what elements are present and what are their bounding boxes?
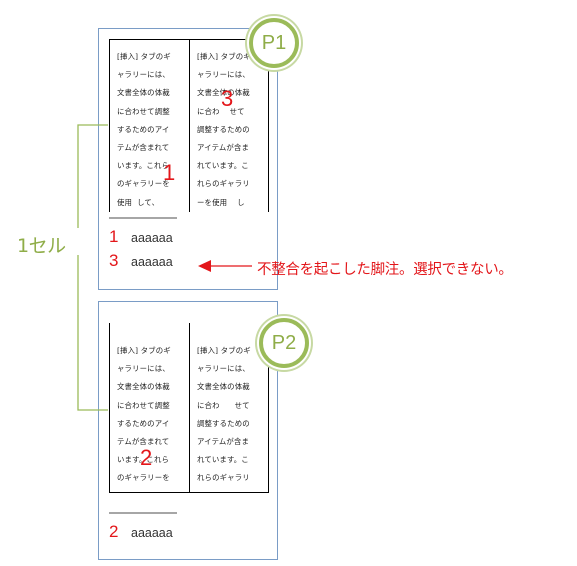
cell-text-line: います。これら (117, 455, 170, 465)
footnote-separator (109, 512, 177, 514)
cell-text-line: に合わ せて (197, 106, 245, 116)
footnote-text: aaaaaa (131, 255, 173, 269)
cell-text-line: ーを使用 し (197, 488, 268, 493)
table-cell-left: [挿入] タブのギャラリーには、文書全体の体裁に合わせて調整するためのアイテムが… (110, 323, 189, 492)
table-fragment-page-1: [挿入] タブのギャラリーには、文書全体の体裁に合わせて調整するためのアイテムが… (109, 39, 269, 212)
cell-text-line: のギャラリーを (117, 179, 170, 189)
cell-text-line: [挿入] タブのギ (117, 346, 171, 355)
cell-text-line: ャラリーには、 (117, 70, 170, 80)
cell-text-line: テムが含まれて (117, 143, 170, 153)
cell-text-line: [挿入] タブのギ (117, 52, 171, 61)
footnote-text: aaaaaa (131, 526, 173, 540)
cell-text-line: に合わせて調整 (117, 400, 170, 410)
page-1: [挿入] タブのギャラリーには、文書全体の体裁に合わせて調整するためのアイテムが… (98, 28, 278, 290)
table-cell-right: [挿入] タブのギャラリーには、文書全体の体裁に合わ せて調整するためのアイテム… (189, 323, 268, 492)
page-badge-p2: P2 (259, 318, 309, 368)
cell-text-line: に合わせて調整 (117, 106, 170, 116)
cell-text-line: 文書全体の体裁 (117, 382, 170, 392)
cell-text-line: 文書全体の体裁 (197, 382, 250, 392)
arrow-head (198, 260, 211, 272)
footnote-1: 1 aaaaaa (109, 227, 173, 249)
cell-text-line: のギャラリーを (117, 473, 170, 483)
cell-text-line: 文書全体の体裁 (197, 88, 250, 98)
cell-text-line: れらのギャラリ (197, 179, 250, 189)
cell-text-line: するためのアイ (117, 124, 170, 134)
footnote-ref-3: 3 (221, 86, 234, 111)
cell-text-line: アイテムが含ま (197, 143, 250, 153)
footnote-ref-2: 2 (140, 445, 153, 470)
footnote-ref-1: 1 (163, 160, 176, 185)
cell-text-line: ャラリーには、 (117, 364, 170, 374)
cell-text-line: 調整するための (197, 124, 250, 134)
cell-text-line: アイテムが含ま (197, 437, 250, 447)
bracket-top (77, 124, 108, 228)
cell-text-line: れています。こ (197, 455, 249, 465)
cell-text-line: ーを使用 し (197, 197, 245, 207)
bracket-bottom (77, 255, 108, 411)
table-cell-left: [挿入] タブのギャラリーには、文書全体の体裁に合わせて調整するためのアイテムが… (110, 40, 189, 212)
footnote-number: 1 (109, 227, 119, 246)
cell-text-line: ャラリーには、 (197, 70, 250, 80)
cell-text-line: れらのギャラリ (197, 473, 250, 483)
page-badge-p1: P1 (249, 18, 299, 68)
footnote-3: 3 aaaaaa (109, 251, 173, 273)
footnote-number: 3 (109, 251, 119, 270)
footnote-number: 2 (109, 522, 119, 541)
cell-text-line: [挿入] タブのギ (197, 52, 251, 61)
cell-text-line: います。これら (117, 161, 170, 171)
footnote-text: aaaaaa (131, 231, 173, 245)
footnote-2: 2 aaaaaa (109, 522, 173, 544)
cell-text-line: 使用 して、 (117, 488, 189, 493)
cell-label: 1セル (17, 235, 66, 257)
cell-text-line: 調整するための (197, 418, 250, 428)
cell-text-line: に合わ せて (197, 400, 250, 410)
callout-text: 不整合を起こした脚注。選択できない。 (257, 262, 513, 278)
cell-text-line: テムが含まれて (117, 437, 170, 447)
table-fragment-page-2: [挿入] タブのギャラリーには、文書全体の体裁に合わせて調整するためのアイテムが… (109, 323, 269, 493)
cell-text-line: するためのアイ (117, 418, 170, 428)
footnote-separator (109, 217, 177, 219)
cell-text-line: 使用 して、 (117, 197, 160, 207)
cell-text-line: れています。こ (197, 161, 249, 171)
table-cell-right: [挿入] タブのギャラリーには、文書全体の体裁に合わ せて調整するためのアイテム… (189, 40, 268, 212)
cell-text-line: [挿入] タブのギ (197, 346, 251, 355)
cell-text-line: ャラリーには、 (197, 364, 250, 374)
cell-text-line: 文書全体の体裁 (117, 88, 170, 98)
page-2: [挿入] タブのギャラリーには、文書全体の体裁に合わせて調整するためのアイテムが… (98, 301, 278, 560)
